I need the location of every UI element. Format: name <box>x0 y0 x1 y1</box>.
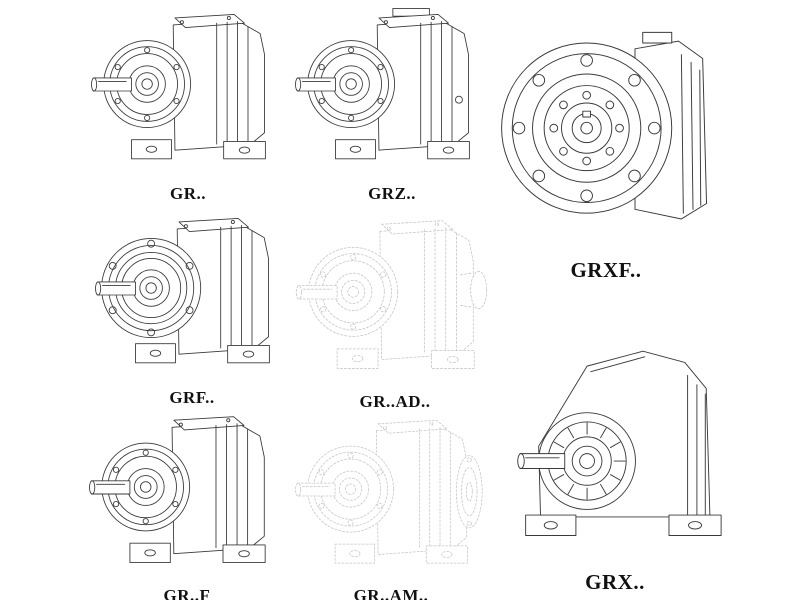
figure-grff: GR..F <box>86 406 288 600</box>
label-grz: GRZ.. <box>368 184 416 203</box>
gearbox-drawing-grf <box>95 218 270 364</box>
figure-grxf: GRXF.. <box>490 16 722 283</box>
label-grxf: GRXF.. <box>570 258 642 282</box>
figure-grad: GR..AD.. <box>292 210 498 412</box>
label-grx: GRX.. <box>585 570 645 594</box>
label-grf: GRF.. <box>169 388 215 407</box>
gearbox-drawing-grx <box>517 350 722 536</box>
figure-grf: GRF.. <box>92 206 292 408</box>
figure-grx: GRX.. <box>494 312 736 595</box>
label-grff: GR..F <box>163 586 211 600</box>
gearbox-drawing-grz <box>295 7 470 160</box>
figure-grz: GRZ.. <box>292 2 492 204</box>
label-gram: GR..AM.. <box>353 586 429 600</box>
label-gr: GR.. <box>170 184 206 203</box>
gearbox-drawing-gram <box>295 419 483 564</box>
label-grad: GR..AD.. <box>359 392 431 411</box>
gearbox-drawing-gr <box>91 14 266 160</box>
gearbox-drawing-grxf <box>501 31 708 220</box>
gearbox-drawing-grff <box>89 416 266 563</box>
figure-gram: GR..AM.. <box>288 410 494 600</box>
gearbox-drawing-grad <box>295 220 488 369</box>
figure-gr: GR.. <box>88 2 288 204</box>
